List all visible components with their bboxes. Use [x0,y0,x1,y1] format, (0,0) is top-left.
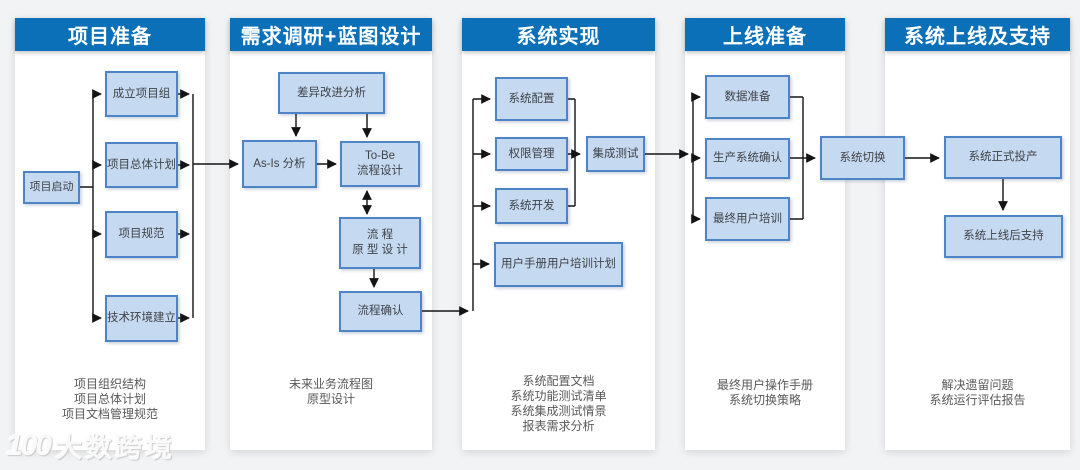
note-line: 系统运行评估报告 [929,393,1026,407]
node-label: 用户手册用户培训计划 [501,258,616,271]
node-authority-mgmt: 权限管理 [495,137,568,171]
note-line: 项目文档管理规范 [61,407,158,421]
node-label: 数据准备 [724,90,771,103]
phase-header-golive-support: 系统上线及支持 [885,18,1070,51]
node-label: 流程设计 [357,165,403,177]
node-form-project-team: 成立项目组 [105,71,178,117]
watermark-logo-icon: 100 [6,428,52,462]
phase-title: 系统上线及支持 [904,26,1051,48]
node-label: 最终用户培训 [713,212,782,225]
watermark: 100 大数跨境 [6,426,175,465]
note-line: 未来业务流程图 [288,377,373,391]
node-label: 流 程 [366,229,394,242]
phase-header-golive-prep: 上线准备 [685,18,845,51]
phase-header-implementation: 系统实现 [462,18,655,51]
node-label: 项目总体计划 [107,158,176,171]
node-label: 成立项目组 [112,87,171,100]
node-label: 系统切换 [839,151,886,164]
phase-title: 上线准备 [723,26,807,48]
node-process-prototype-design: 流 程 原 型 设 计 [339,217,421,269]
node-label: 技术环境建立 [107,312,176,325]
deliverables-implementation: 系统配置文档 系统功能测试清单 系统集成测试情景 报表需求分析 [462,374,655,434]
phase-title: 需求调研+蓝图设计 [240,26,422,48]
node-label: 系统正式投产 [968,151,1038,164]
node-label: To-Be [364,150,396,163]
node-label: 权限管理 [508,147,555,160]
node-label: 生产系统确认 [713,152,782,165]
node-user-manual-training-plan: 用户手册用户培训计划 [494,242,623,287]
deliverables-blueprint: 未来业务流程图 原型设计 [230,377,432,407]
node-gap-improvement-analysis: 差异改进分析 [278,72,385,114]
node-production-system-confirm: 生产系统确认 [705,138,790,179]
node-label: 流程确认 [357,305,404,318]
node-data-preparation: 数据准备 [705,75,790,119]
phase-title: 项目准备 [68,26,152,48]
node-integration-test: 集成测试 [586,136,645,172]
phase-title: 系统实现 [516,26,601,48]
note-line: 系统集成测试情景 [510,404,607,418]
node-label: 原 型 设 计 [352,244,408,256]
note-line: 项目总体计划 [73,392,146,406]
node-label: 系统开发 [508,199,555,212]
deliverables-project-prep: 项目组织结构 项目总体计划 项目文档管理规范 [15,377,205,422]
node-label: 系统配置 [508,92,555,105]
node-label: 集成测试 [592,147,639,160]
node-system-go-live: 系统正式投产 [944,136,1062,179]
note-line: 解决遗留问题 [941,378,1014,392]
node-overall-plan: 项目总体计划 [105,142,178,188]
node-system-config: 系统配置 [495,77,568,121]
node-label: As-Is 分析 [253,157,306,170]
node-system-cutover: 系统切换 [820,136,905,180]
node-to-be-process-design: To-Be 流程设计 [340,141,420,187]
note-line: 系统配置文档 [522,374,595,388]
phase-header-blueprint: 需求调研+蓝图设计 [230,18,432,51]
node-label: 系统上线后支持 [963,230,1044,243]
node-process-confirmation: 流程确认 [339,291,422,332]
node-post-go-live-support: 系统上线后支持 [944,215,1063,258]
deliverables-golive-support: 解决遗留问题 系统运行评估报告 [885,378,1070,408]
node-label: 项目启动 [29,181,74,194]
note-line: 项目组织结构 [73,377,146,391]
node-tech-env-setup: 技术环境建立 [105,295,178,342]
node-label: 差异改进分析 [297,86,366,99]
node-label: 项目规范 [118,228,165,241]
node-system-dev: 系统开发 [495,188,568,224]
note-line: 系统功能测试清单 [510,389,607,403]
note-line: 报表需求分析 [522,419,595,433]
note-line: 最终用户操作手册 [716,378,813,392]
watermark-brand-text: 大数跨境 [55,433,176,463]
deliverables-golive-prep: 最终用户操作手册 系统切换策略 [685,378,845,408]
note-line: 原型设计 [306,392,355,406]
node-end-user-training: 最终用户培训 [705,197,790,241]
node-project-standards: 项目规范 [105,211,178,258]
phase-header-project-prep: 项目准备 [15,18,205,51]
node-as-is-analysis: As-Is 分析 [242,140,317,188]
node-project-start: 项目启动 [23,171,80,204]
note-line: 系统切换策略 [728,393,801,407]
